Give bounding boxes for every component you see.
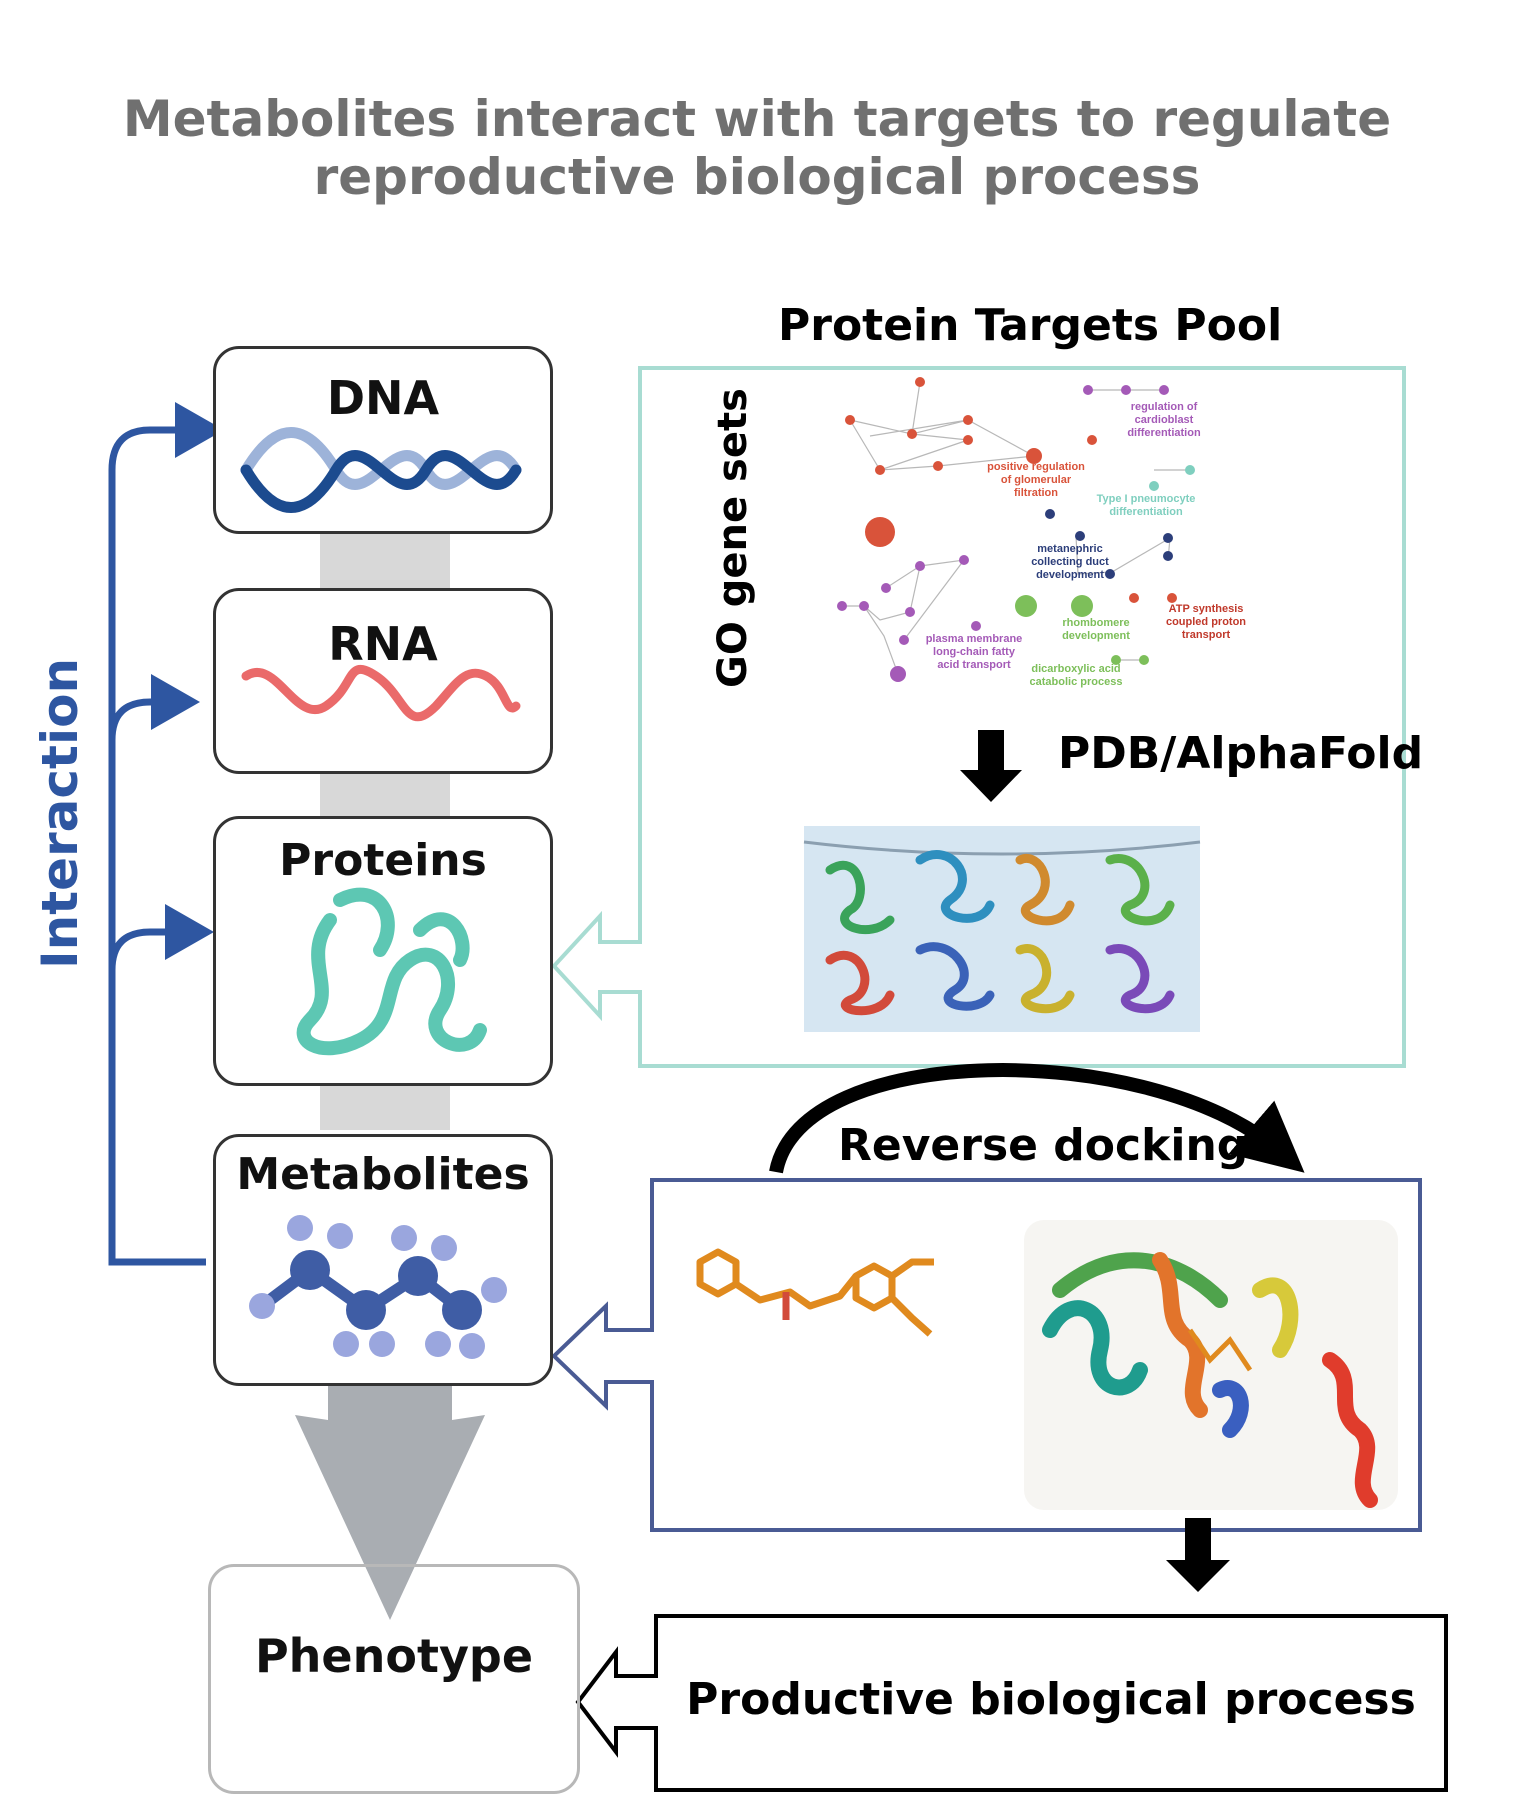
go-term-16: development — [1062, 630, 1130, 642]
interaction-label: Interaction — [31, 657, 89, 969]
title-line-2: reproductive biological process — [313, 148, 1201, 206]
go-term-12: ATP synthesis — [1169, 603, 1244, 615]
go-term-11: development — [1036, 569, 1104, 581]
go-term-10: collecting duct — [1031, 556, 1109, 568]
proteins-label: Proteins — [279, 835, 487, 886]
pdb-alphafold-label: PDB/AlphaFold — [1058, 728, 1424, 779]
ligand-structure — [696, 1248, 934, 1337]
pdb-down-arrow — [960, 730, 1022, 802]
go-term-3: differentiation — [1127, 427, 1201, 439]
go-term-15: rhombomere — [1062, 617, 1129, 629]
phenotype-label: Phenotype — [254, 1629, 534, 1683]
go-term-1: regulation of — [1131, 401, 1198, 413]
dna-box: DNA — [213, 346, 553, 534]
rna-box: RNA — [213, 588, 553, 774]
docking-to-metabolites-arrow — [551, 1301, 654, 1411]
docking-down-arrow — [1166, 1518, 1230, 1592]
metabolites-box: Metabolites — [213, 1134, 553, 1386]
reverse-docking-arrow — [769, 1063, 1305, 1174]
go-term-8: differentiation — [1109, 506, 1183, 518]
go-network: regulation of cardioblast differentiatio… — [837, 377, 1246, 688]
go-term-18: long-chain fatty — [933, 646, 1016, 658]
go-term-4: positive regulation — [987, 461, 1085, 473]
output-to-phenotype-arrow — [575, 1646, 658, 1758]
targets-pool-heading: Protein Targets Pool — [778, 300, 1283, 351]
reverse-docking-label: Reverse docking — [838, 1120, 1249, 1171]
go-term-21: catabolic process — [1030, 676, 1123, 688]
go-term-2: cardioblast — [1135, 414, 1194, 426]
go-term-6: filtration — [1014, 487, 1058, 499]
go-term-7: Type I pneumocyte — [1097, 493, 1196, 505]
output-box — [654, 1614, 1448, 1792]
protein-structures-image — [803, 826, 1201, 1032]
pool-to-proteins-arrow — [551, 910, 642, 1022]
go-term-17: plasma membrane — [926, 633, 1023, 645]
phenotype-down-arrow — [295, 1380, 485, 1620]
go-term-5: of glomerular — [1001, 474, 1072, 486]
go-term-13: coupled proton — [1166, 616, 1246, 628]
phenotype-box: Phenotype — [208, 1564, 580, 1794]
docked-complex-image — [1024, 1220, 1398, 1510]
go-term-9: metanephric — [1037, 543, 1102, 555]
output-label: Productive biological process — [686, 1674, 1416, 1725]
go-term-19: acid transport — [937, 659, 1011, 671]
title-line-1: Metabolites interact with targets to reg… — [122, 90, 1392, 148]
rna-label: RNA — [328, 617, 438, 671]
proteins-box: Proteins — [213, 816, 553, 1086]
metabolites-label: Metabolites — [236, 1149, 530, 1200]
dna-label: DNA — [326, 371, 440, 425]
go-term-14: transport — [1182, 629, 1231, 641]
go-gene-sets-label: GO gene sets — [710, 388, 756, 688]
go-term-20: dicarboxylic acid — [1031, 663, 1120, 675]
interaction-connector — [108, 402, 224, 1266]
